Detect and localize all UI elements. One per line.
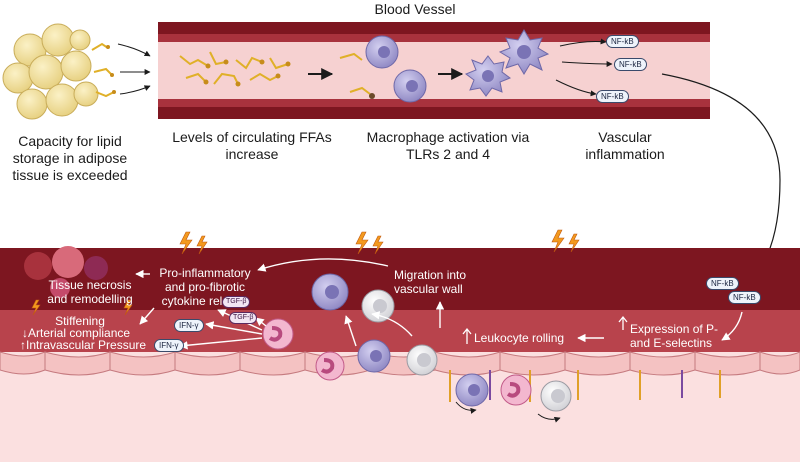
adipose-to-vessel-arrows	[117, 43, 151, 95]
nfkb-badge: NF-kB	[596, 90, 629, 103]
tissue-damage	[24, 246, 108, 298]
pathway-arrows	[135, 258, 743, 350]
label-selectins: Expression of P- and E-selectins	[630, 322, 719, 350]
ffa-heads	[203, 59, 291, 87]
rolling-leukocytes	[455, 373, 572, 423]
adipose-tissue	[2, 23, 116, 120]
arrow-vascular-to-endothelium	[661, 73, 781, 273]
caption-ffa: Levels of circulating FFAs increase	[172, 129, 332, 162]
label-tissue-necrosis: Tissue necrosis and remodelling	[47, 278, 133, 306]
macrophages-activated	[464, 29, 550, 97]
ffa-molecules	[179, 51, 289, 85]
nfkb-badge: NF-kB	[614, 58, 647, 71]
nfkb-badge: NF-kB	[606, 35, 639, 48]
label-arterial-compliance: ↓Arterial compliance	[22, 326, 131, 340]
nfkb-badge: NF-kB	[706, 277, 739, 290]
nfkb-badge: NF-kB	[728, 291, 761, 304]
cytokine-tgf-beta: TGF-β	[222, 296, 251, 308]
diagram-title: Blood Vessel	[374, 1, 456, 17]
arrow-up-icons	[462, 315, 628, 344]
caption-vascular: Vascular inflammation	[585, 129, 665, 162]
label-stiffening: Stiffening	[55, 314, 105, 328]
label-intravascular-pressure: ↑Intravascular Pressure	[20, 338, 147, 352]
nfkb-arrows	[555, 38, 613, 97]
cytokine-ifn-gamma: IFN-γ	[154, 339, 184, 352]
cytokine-tgf-beta: TGF-β	[229, 312, 258, 324]
bottom-vessel	[0, 248, 800, 462]
caption-adipose: Capacity for lipid storage in adipose ti…	[12, 133, 128, 183]
caption-macrophage: Macrophage activation via TLRs 2 and 4	[366, 129, 530, 162]
migrating-cells	[262, 273, 438, 381]
macrophages-resting	[339, 35, 427, 103]
label-leukocyte-rolling: Leukocyte rolling	[474, 331, 565, 345]
lightning-icons	[31, 229, 580, 316]
cytokine-ifn-gamma: IFN-γ	[174, 319, 204, 332]
label-migration: Migration into vascular wall	[394, 268, 467, 296]
